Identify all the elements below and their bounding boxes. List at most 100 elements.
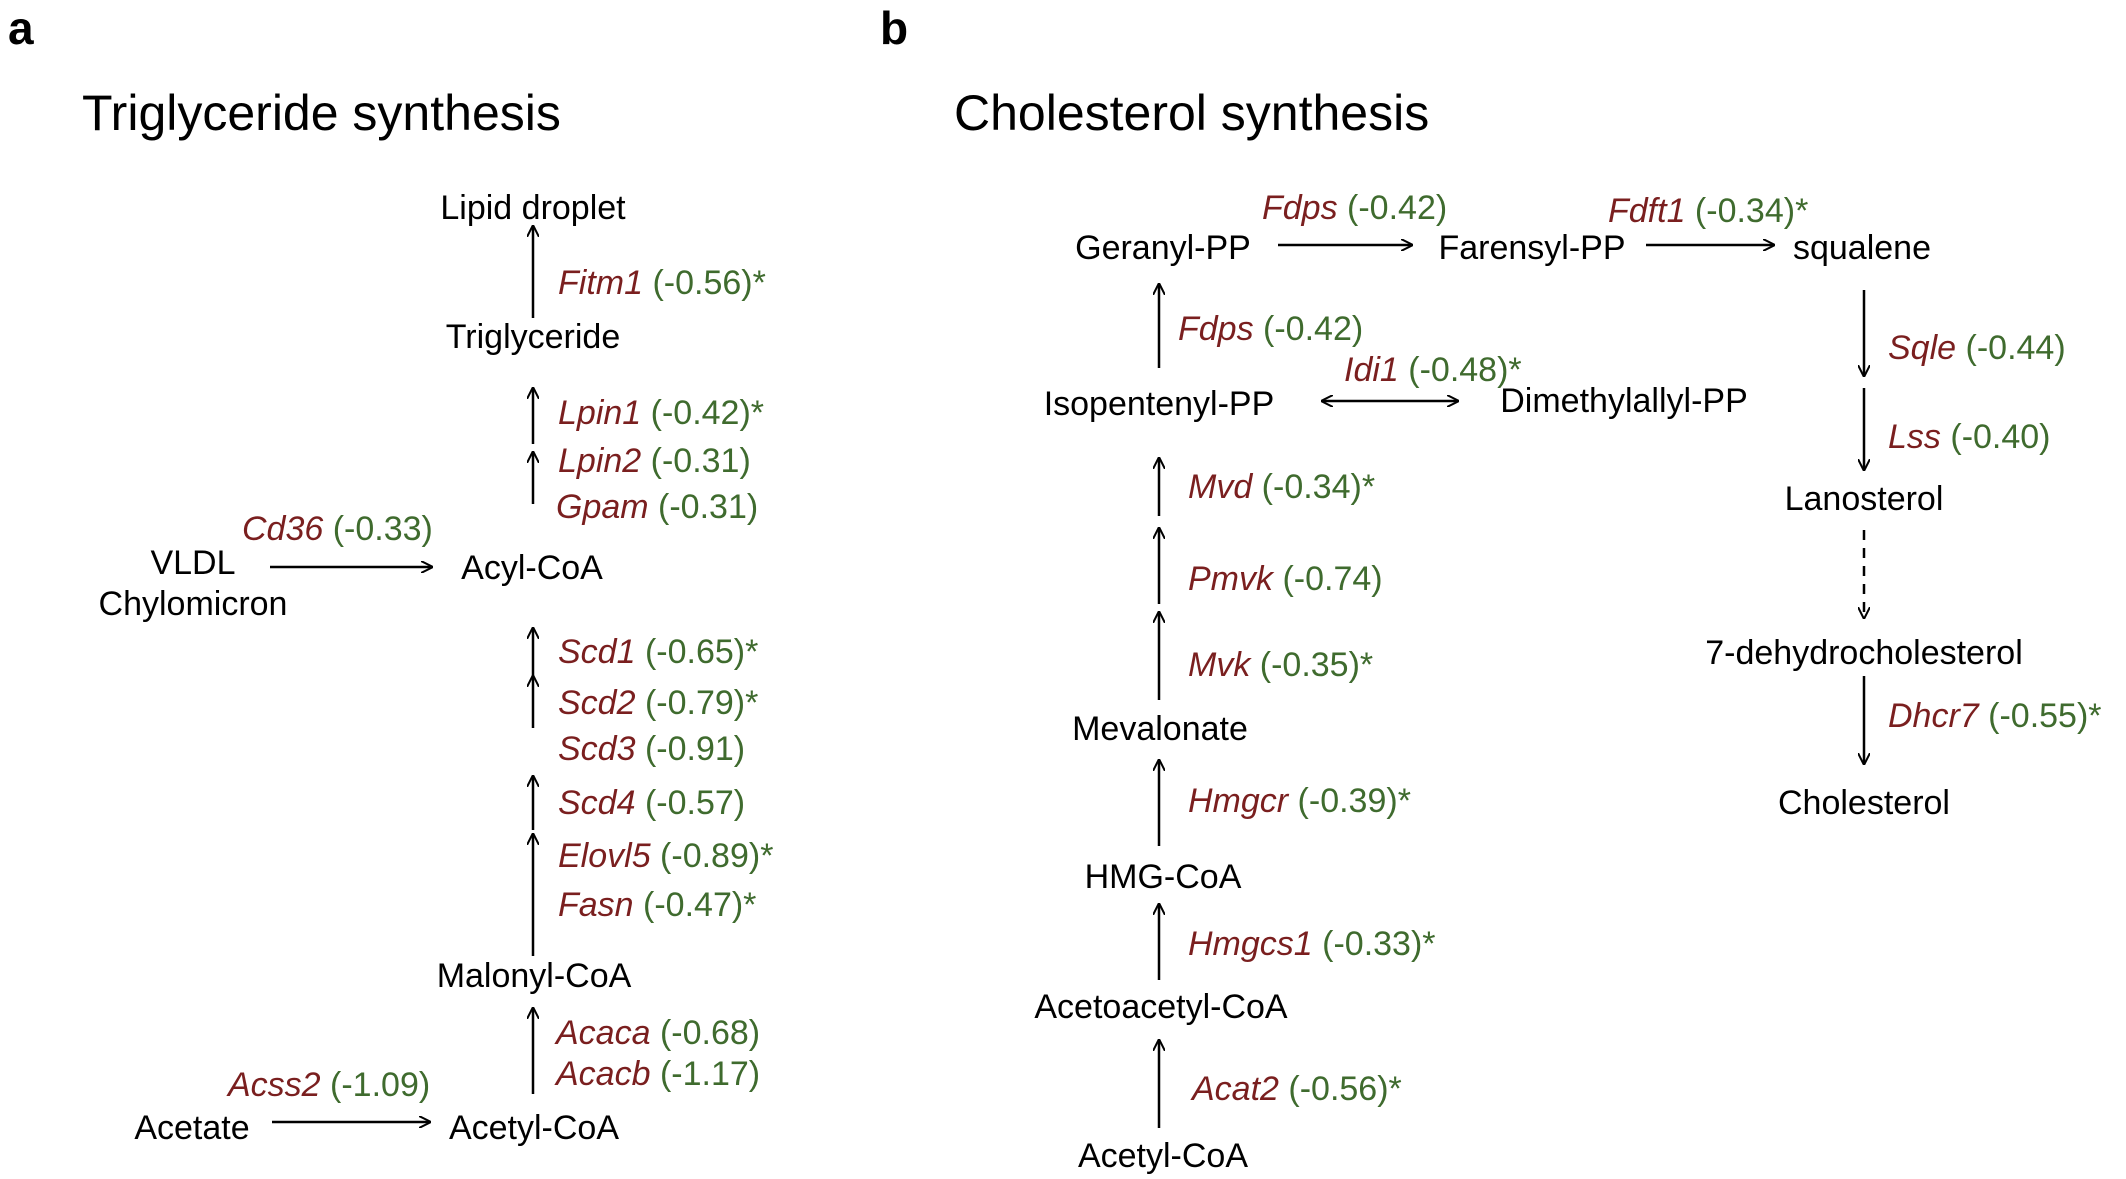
gene-fasn: Fasn (-0.47)*: [558, 885, 756, 925]
gene-idi1: Idi1 (-0.48)*: [1344, 350, 1522, 390]
gene-fdft1: Fdft1 (-0.34)*: [1608, 191, 1808, 231]
gene-value: (-0.55)*: [1978, 697, 2102, 735]
gene-fdps-top: Fdps (-0.42): [1262, 188, 1447, 228]
gene-value: (-0.57): [635, 784, 746, 822]
node-hmg-coa: HMG-CoA: [1084, 858, 1242, 896]
gene-value: (-0.40): [1940, 418, 2051, 456]
gene-value: (-0.31): [641, 442, 751, 480]
gene-name: Fitm1: [558, 264, 643, 302]
gene-lpin1: Lpin1 (-0.42)*: [558, 393, 764, 433]
gene-value: (-0.68): [650, 1014, 761, 1052]
gene-value: (-0.42)*: [641, 394, 765, 432]
gene-hmgcr: Hmgcr (-0.39)*: [1188, 781, 1411, 821]
gene-value: (-0.34)*: [1252, 468, 1376, 506]
node-mevalonate: Mevalonate: [1072, 710, 1248, 748]
gene-value: (-0.44): [1956, 329, 2066, 367]
node-farensyl-pp: Farensyl-PP: [1438, 229, 1626, 267]
gene-dhcr7: Dhcr7 (-0.55)*: [1888, 696, 2102, 736]
gene-name: Fasn: [558, 886, 634, 924]
node-acetyl-coa-b: Acetyl-CoA: [1077, 1137, 1249, 1175]
gene-sqle: Sqle (-0.44): [1888, 328, 2066, 368]
node-7-dehydrocholesterol: 7-dehydrocholesterol: [1705, 634, 2023, 672]
gene-pmvk: Pmvk (-0.74): [1188, 559, 1383, 599]
gene-scd3: Scd3 (-0.91): [558, 729, 745, 769]
gene-scd2: Scd2 (-0.79)*: [558, 683, 758, 723]
gene-name: Lpin2: [558, 442, 642, 480]
gene-value: (-0.42): [1253, 310, 1364, 348]
node-acetate: Acetate: [134, 1109, 250, 1147]
node-dimethylallyl-pp: Dimethylallyl-PP: [1500, 382, 1748, 420]
gene-value: (-0.47)*: [633, 886, 757, 924]
gene-name: Scd3: [558, 730, 636, 768]
gene-value: (-0.34)*: [1685, 192, 1809, 230]
gene-value: (-0.89)*: [650, 837, 774, 875]
gene-acaca: Acaca (-0.68): [556, 1013, 760, 1053]
gene-value: (-0.79)*: [635, 684, 759, 722]
gene-mvk: Mvk (-0.35)*: [1188, 645, 1373, 685]
gene-name: Acacb: [556, 1055, 651, 1093]
gene-value: (-0.65)*: [635, 633, 759, 671]
gene-value: (-0.48)*: [1398, 351, 1522, 389]
gene-name: Fdps: [1262, 189, 1338, 227]
node-vldl: VLDL: [150, 544, 236, 582]
gene-scd1: Scd1 (-0.65)*: [558, 632, 758, 672]
gene-fdps-mid: Fdps (-0.42): [1178, 309, 1363, 349]
gene-hmgcs1: Hmgcs1 (-0.33)*: [1188, 924, 1436, 964]
panel-letter-b: b: [880, 2, 909, 54]
gene-name: Lss: [1888, 418, 1941, 456]
gene-name: Scd4: [558, 784, 636, 822]
node-acetyl-coa-a: Acetyl-CoA: [448, 1109, 620, 1147]
panel-letter-a: a: [8, 2, 34, 54]
node-geranyl-pp: Geranyl-PP: [1075, 229, 1251, 267]
gene-name: Elovl5: [558, 837, 651, 875]
gene-name: Pmvk: [1188, 560, 1273, 598]
node-acyl-coa: Acyl-CoA: [461, 549, 603, 587]
node-lanosterol: Lanosterol: [1784, 480, 1944, 518]
gene-value: (-0.33): [323, 510, 433, 548]
gene-value: (-0.39)*: [1288, 782, 1411, 820]
node-lipid-droplet: Lipid droplet: [440, 189, 626, 227]
gene-acacb: Acacb (-1.17): [556, 1054, 760, 1094]
node-squalene: squalene: [1792, 229, 1932, 267]
gene-name: Lpin1: [558, 394, 642, 432]
gene-value: (-0.31): [648, 488, 759, 526]
gene-name: Dhcr7: [1888, 697, 1979, 735]
gene-gpam: Gpam (-0.31): [556, 487, 758, 527]
gene-value: (-0.56)*: [1278, 1070, 1402, 1108]
node-chylomicron: Chylomicron: [98, 585, 288, 623]
gene-name: Idi1: [1344, 351, 1399, 389]
gene-name: Hmgcs1: [1188, 925, 1313, 963]
gene-name: Scd2: [558, 684, 636, 722]
gene-name: Acaca: [556, 1014, 651, 1052]
gene-lpin2: Lpin2 (-0.31): [558, 441, 751, 481]
gene-value: (-1.09): [320, 1066, 431, 1104]
gene-value: (-1.17): [650, 1055, 761, 1093]
gene-value: (-0.33)*: [1312, 925, 1436, 963]
gene-name: Acss2: [228, 1066, 321, 1104]
gene-name: Fdft1: [1608, 192, 1686, 230]
gene-scd4: Scd4 (-0.57): [558, 783, 745, 823]
gene-value: (-0.91): [635, 730, 746, 768]
gene-name: Hmgcr: [1188, 782, 1289, 820]
gene-acss2: Acss2 (-1.09): [228, 1065, 430, 1105]
panel-b-title: Cholesterol synthesis: [954, 85, 1430, 141]
gene-mvd: Mvd (-0.34)*: [1188, 467, 1375, 507]
gene-name: Acat2: [1192, 1070, 1279, 1108]
node-cholesterol: Cholesterol: [1778, 784, 1950, 822]
node-malonyl-coa: Malonyl-CoA: [436, 957, 632, 995]
node-acetoacetyl-coa: Acetoacetyl-CoA: [1034, 988, 1288, 1026]
gene-value: (-0.42): [1337, 189, 1448, 227]
gene-value: (-0.74): [1273, 560, 1383, 598]
panel-a-title: Triglyceride synthesis: [82, 85, 561, 141]
gene-value: (-0.35)*: [1250, 646, 1374, 684]
gene-value: (-0.56)*: [643, 264, 766, 302]
gene-name: Gpam: [556, 488, 649, 526]
gene-elovl5: Elovl5 (-0.89)*: [558, 836, 773, 876]
gene-name: Cd36: [242, 510, 324, 548]
node-triglyceride: Triglyceride: [445, 318, 621, 356]
gene-name: Fdps: [1178, 310, 1254, 348]
gene-acat2: Acat2 (-0.56)*: [1192, 1069, 1402, 1109]
gene-name: Mvk: [1188, 646, 1251, 684]
